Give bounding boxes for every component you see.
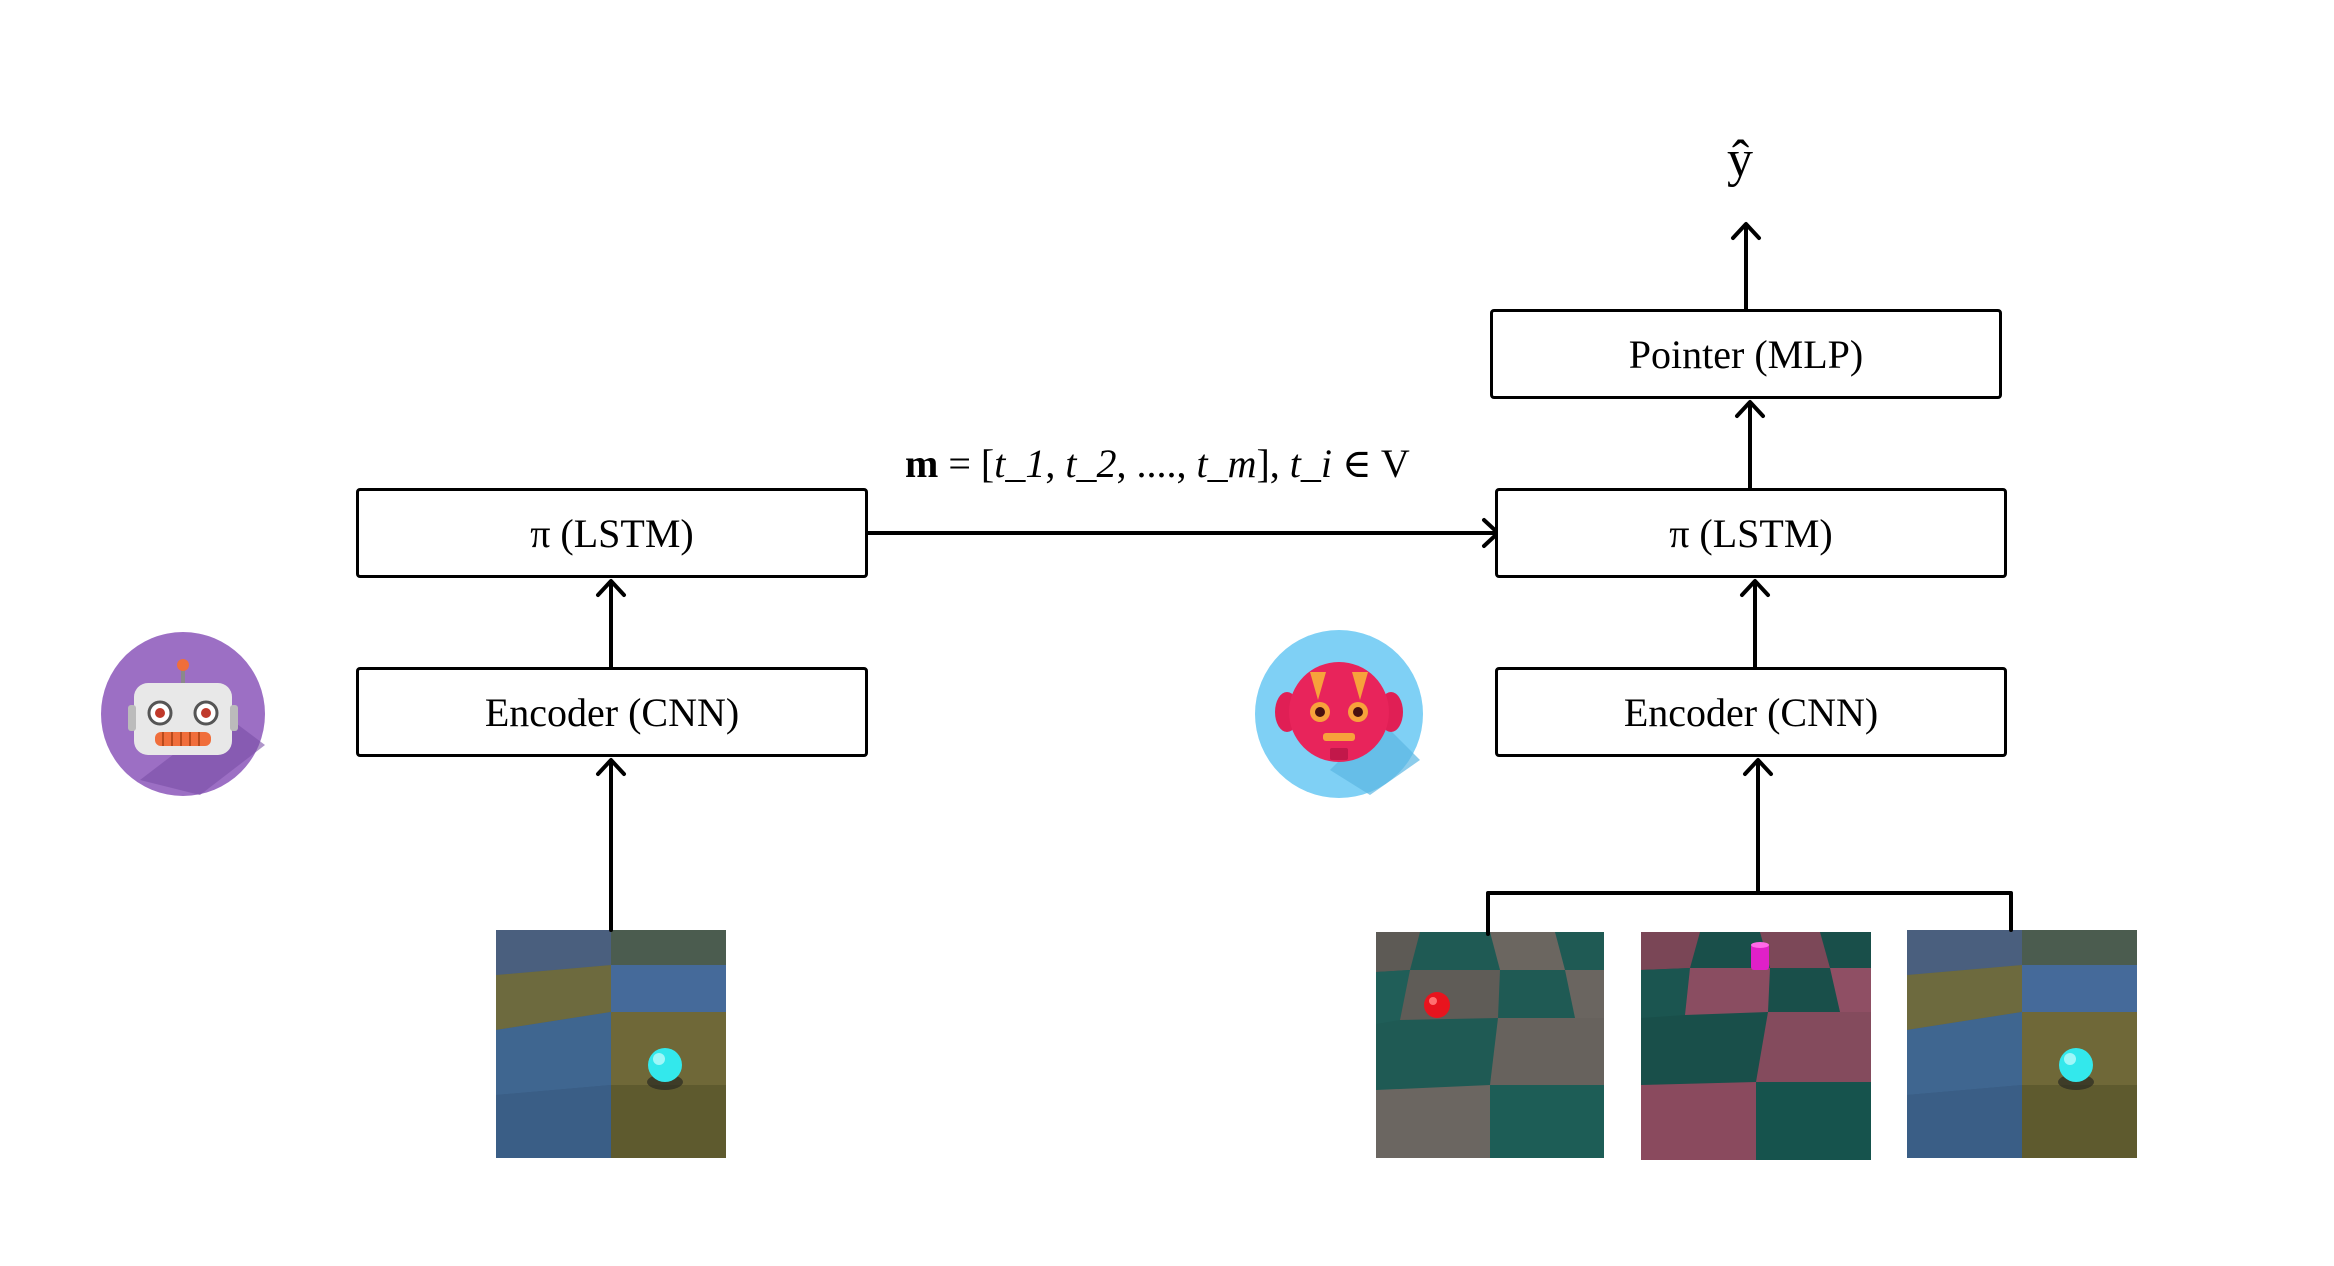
candidates-bracket (1486, 891, 2013, 936)
message-label: m = [t_1, t_2, ...., t_m], t_i ∈ V (905, 441, 1410, 486)
sender-lstm-label: π (LSTM) (530, 510, 694, 556)
sender-encoder-box: Encoder (CNN) (356, 667, 868, 757)
sender-scene-image (496, 930, 726, 1158)
sender-encoder-label: Encoder (CNN) (484, 689, 740, 735)
receiver-pointer-label: Pointer (MLP) (1628, 331, 1864, 377)
output-yhat-label: ŷ (1727, 131, 1753, 188)
receiver-lstm-box: π (LSTM) (1495, 488, 2007, 578)
receiver-candidate-image-3 (1907, 930, 2137, 1158)
robot-listener-icon (1255, 630, 1423, 798)
message-symbol: m (905, 441, 939, 486)
sender-lstm-box: π (LSTM) (356, 488, 868, 578)
receiver-candidate-image-1 (1376, 932, 1604, 1158)
receiver-encoder-label: Encoder (CNN) (1623, 689, 1879, 735)
robot-speaker-icon (101, 632, 265, 796)
receiver-pointer-box: Pointer (MLP) (1490, 309, 2002, 399)
receiver-lstm-label: π (LSTM) (1669, 510, 1833, 556)
receiver-encoder-box: Encoder (CNN) (1495, 667, 2007, 757)
receiver-candidate-image-2 (1641, 932, 1871, 1160)
